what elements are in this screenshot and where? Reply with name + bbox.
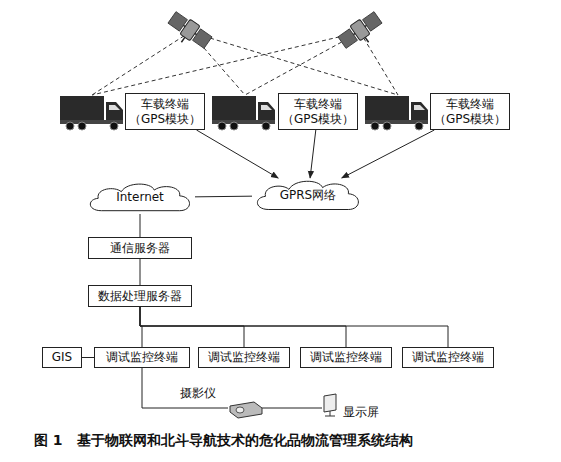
node-text: GIS (52, 350, 72, 365)
signal-line (360, 32, 398, 95)
connector (140, 307, 244, 347)
node-text: 调试监控终端 (310, 350, 382, 365)
truck-icon (212, 96, 275, 130)
monitor-box: 调试监控终端 (94, 347, 190, 368)
projector-icon (230, 402, 262, 418)
node-text: GPRS网络 (280, 188, 337, 203)
device-label: 摄影仪 (180, 385, 216, 402)
gis-box: GIS (42, 347, 82, 368)
connector (140, 214, 141, 237)
truck-icon (60, 96, 123, 130)
monitor-box: 调试监控终端 (300, 347, 392, 368)
display-wire (142, 368, 228, 408)
connector (196, 130, 278, 178)
node-text: 通信服务器 (110, 241, 170, 256)
connector (140, 307, 142, 347)
connector (195, 196, 252, 198)
connector (140, 259, 141, 285)
signal-line (92, 32, 190, 95)
display-icon (324, 394, 336, 416)
display-wire (262, 408, 322, 409)
monitor-box: 调试监控终端 (198, 347, 290, 368)
truck-icon (365, 96, 428, 130)
signal-line (92, 32, 360, 95)
network-cloud: Internet (85, 181, 195, 214)
device-label: 显示屏 (343, 404, 379, 421)
terminal-box: 车载终端 （GPS模块） (125, 93, 205, 130)
node-text: 车载终端 （GPS模块） (279, 97, 357, 127)
satellite-icon (163, 10, 213, 55)
figure-caption: 图 1 基于物联网和北斗导航技术的危化品物流管理系统结构 (34, 432, 413, 450)
monitor-box: 调试监控终端 (402, 347, 494, 368)
node-text: 调试监控终端 (106, 350, 178, 365)
connector (342, 130, 435, 178)
node-text: 数据处理服务器 (98, 289, 182, 304)
terminal-box: 车载终端 （GPS模块） (430, 93, 510, 130)
node-text: Internet (116, 190, 164, 205)
terminal-box: 车载终端 （GPS模块） (278, 93, 358, 130)
node-text: 车载终端 （GPS模块） (431, 97, 509, 127)
node-text: 调试监控终端 (412, 350, 484, 365)
satellite-icon (337, 10, 387, 55)
node-text: 调试监控终端 (208, 350, 280, 365)
network-cloud: GPRS网络 (252, 178, 364, 213)
server-box: 通信服务器 (88, 237, 192, 259)
connector (140, 307, 448, 347)
connector (82, 357, 94, 358)
node-text: 车载终端 （GPS模块） (126, 97, 204, 127)
connector (140, 307, 346, 347)
server-box: 数据处理服务器 (88, 285, 192, 307)
signal-line (190, 32, 398, 95)
connector (310, 130, 316, 178)
